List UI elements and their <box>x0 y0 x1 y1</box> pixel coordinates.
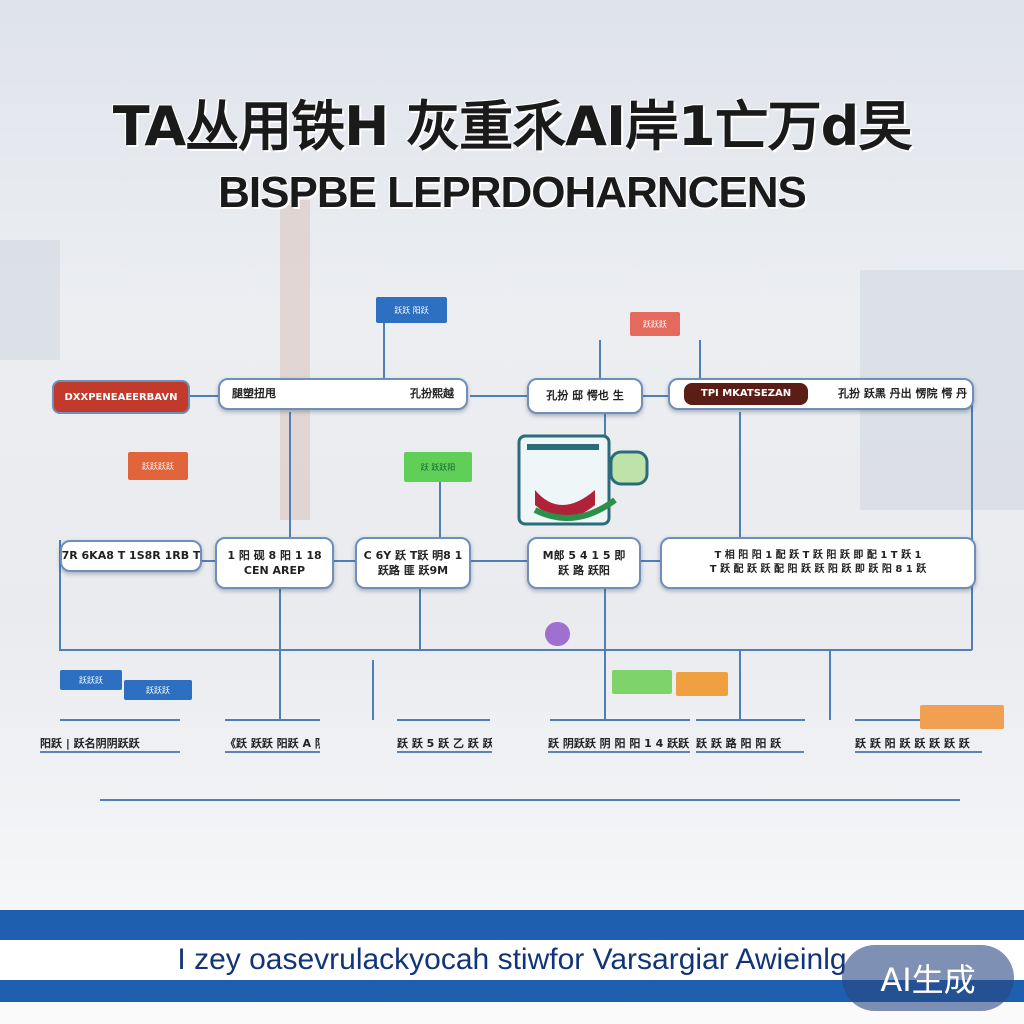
node-label: 腿塑扭甩 <box>232 387 276 401</box>
background-pillar <box>280 200 310 520</box>
tag-blue: 跃跃 阳跃 <box>376 297 447 323</box>
node-badge: TPI MKATSEZAN <box>684 383 808 405</box>
process-node[interactable]: 腿塑扭甩 孔扮熙越 <box>218 378 468 410</box>
node-label: 孔扮 邸 愕也 生 <box>546 389 624 403</box>
bottom-label: 跃 阴跃跃 阴 阳 阳 1 4 跃跃 <box>548 735 690 753</box>
process-node[interactable]: M郎 5 4 1 5 即 跃 路 跃阳 <box>527 537 641 589</box>
tag-orange-small <box>676 672 728 696</box>
process-node[interactable]: TPI MKATSEZAN 孔扮 跃黑 丹出 愣院 愕 丹 <box>668 378 974 410</box>
title-line-1: TA丛用铁H 灰重乑AI岸1亡万d旲 <box>112 95 913 158</box>
bottom-label: 跃 跃 路 阳 阳 跃 <box>696 735 804 753</box>
connector <box>100 480 960 801</box>
connector <box>59 540 972 720</box>
start-node[interactable]: DXXPENEAEERBAVN <box>52 380 190 414</box>
bottom-label: 阳跃 | 跃名阴阴跃跃 <box>40 735 180 753</box>
process-node[interactable]: T 相 阳 阳 1 配 跃 T 跃 阳 跃 即 配 1 T 跃 1 T 跃 配 … <box>660 537 976 589</box>
tag-green-small <box>612 670 672 694</box>
tag-blue: 跃跃跃 <box>124 680 192 700</box>
bottom-label: 《跃 跃跃 阳跃 A 阴跃 <box>225 735 320 753</box>
tag-green: 跃 跃跃阳 <box>404 452 472 482</box>
tag-orange-small <box>920 705 1004 729</box>
bottom-label: 跃 跃 阳 跃 跃 跃 跃 跃 <box>855 735 982 753</box>
process-node[interactable]: C 6Y 跃 T跃 明8 1 跃路 匪 跃9M <box>355 537 471 589</box>
bottom-label: 跃 跃 5 跃 乙 跃 跃 <box>397 735 492 753</box>
connector <box>383 323 701 380</box>
tag-blue: 跃跃跃 <box>60 670 122 690</box>
connector <box>60 660 980 721</box>
node-label: 孔扮熙越 <box>410 387 454 401</box>
ai-generated-watermark: AI生成 <box>842 945 1014 1011</box>
process-node[interactable]: 孔扮 邸 愕也 生 <box>527 378 643 414</box>
illustration-icon <box>517 434 649 526</box>
process-node[interactable]: 1 阳 砚 8 阳 1 18 CEN AREP <box>215 537 334 589</box>
background-shelf <box>0 240 60 360</box>
tag-purple <box>545 622 570 646</box>
node-label: 孔扮 跃黑 丹出 愣院 愕 丹 <box>838 387 968 401</box>
connector <box>289 396 973 650</box>
process-node[interactable]: 7R 6KA8 T 1S8R 1RB T <box>60 540 202 572</box>
node-label: 7R 6KA8 T 1S8R 1RB T <box>61 549 201 563</box>
tag-salmon: 跃跃跃 <box>630 312 680 336</box>
title-line-2: BISPBE LEPRDOHARNCENS <box>218 168 807 217</box>
tag-orange: 跃跃跃跃 <box>128 452 188 480</box>
